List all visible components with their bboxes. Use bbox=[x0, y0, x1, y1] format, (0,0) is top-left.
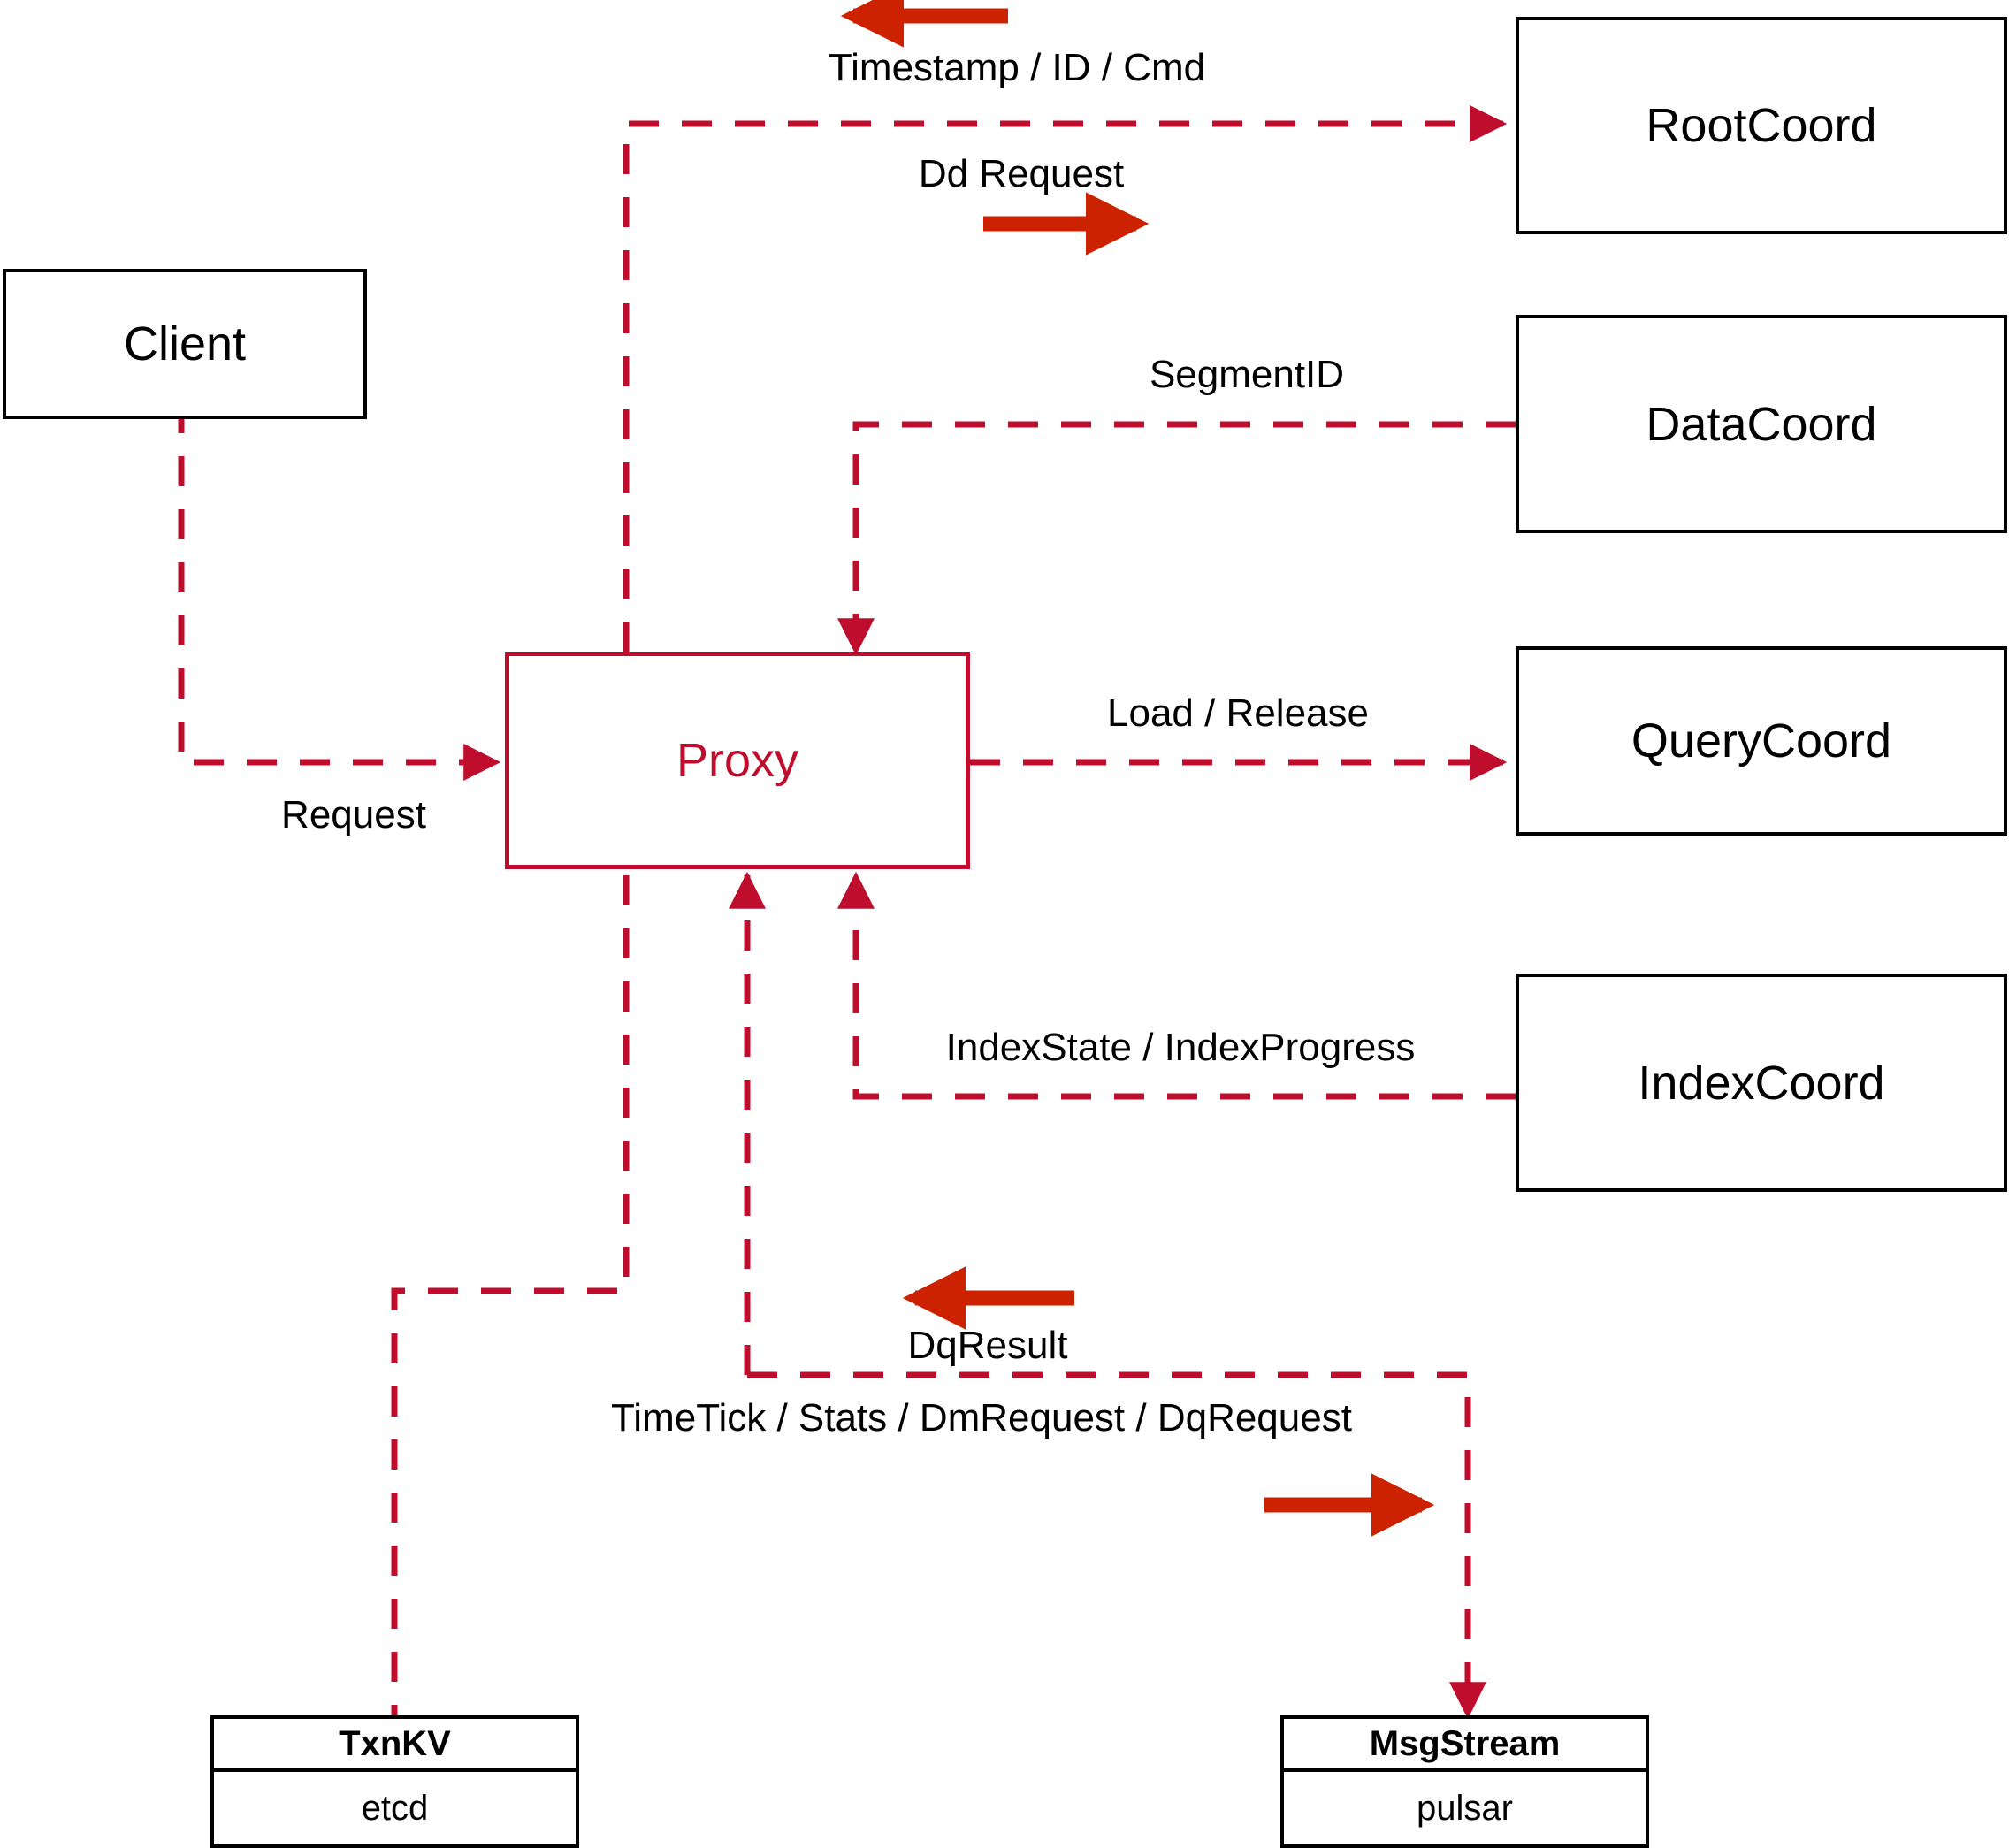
node-proxy[interactable]: Proxy bbox=[505, 652, 970, 869]
node-client-label: Client bbox=[123, 317, 247, 370]
edge-path-timetick bbox=[747, 1371, 1486, 1720]
node-query-coord[interactable]: QueryCoord bbox=[1516, 646, 2007, 836]
node-query-coord-label: QueryCoord bbox=[1631, 714, 1892, 767]
edge-label-load-release: Load / Release bbox=[1107, 691, 1369, 735]
edge-path-index-state bbox=[837, 871, 1516, 1100]
node-index-coord-label: IndexCoord bbox=[1638, 1056, 1885, 1110]
node-txnkv-body: etcd bbox=[361, 1788, 429, 1828]
edge-label-request: Request bbox=[281, 793, 426, 836]
edge-label-segment-id: SegmentID bbox=[1149, 353, 1345, 396]
node-msgstream-header: MsgStream bbox=[1284, 1719, 1646, 1772]
edge-label-timetick-stats: TimeTick / Stats / DmRequest / DqRequest bbox=[611, 1396, 1352, 1439]
node-proxy-label: Proxy bbox=[676, 734, 799, 787]
edge-label-dq-result: DqResult bbox=[907, 1324, 1068, 1367]
edge-path-segment-id bbox=[837, 421, 1516, 656]
node-txnkv-header: TxnKV bbox=[214, 1719, 576, 1772]
node-root-coord-label: RootCoord bbox=[1646, 99, 1877, 152]
node-data-coord[interactable]: DataCoord bbox=[1516, 315, 2007, 533]
node-root-coord[interactable]: RootCoord bbox=[1516, 17, 2007, 234]
edge-path-dd-request bbox=[623, 105, 1508, 652]
node-msgstream[interactable]: MsgStream pulsar bbox=[1280, 1715, 1649, 1848]
edge-label-timestamp-id-cmd: Timestamp / ID / Cmd bbox=[828, 46, 1206, 89]
node-index-coord[interactable]: IndexCoord bbox=[1516, 974, 2007, 1192]
node-data-coord-label: DataCoord bbox=[1646, 397, 1877, 451]
edge-path-txnkv bbox=[391, 875, 630, 1715]
edge-label-index-state-progress: IndexState / IndexProgress bbox=[945, 1026, 1416, 1069]
edge-label-dd-request: Dd Request bbox=[918, 152, 1125, 195]
node-client[interactable]: Client bbox=[3, 269, 367, 419]
node-txnkv[interactable]: TxnKV etcd bbox=[210, 1715, 579, 1848]
node-msgstream-body: pulsar bbox=[1417, 1788, 1513, 1828]
